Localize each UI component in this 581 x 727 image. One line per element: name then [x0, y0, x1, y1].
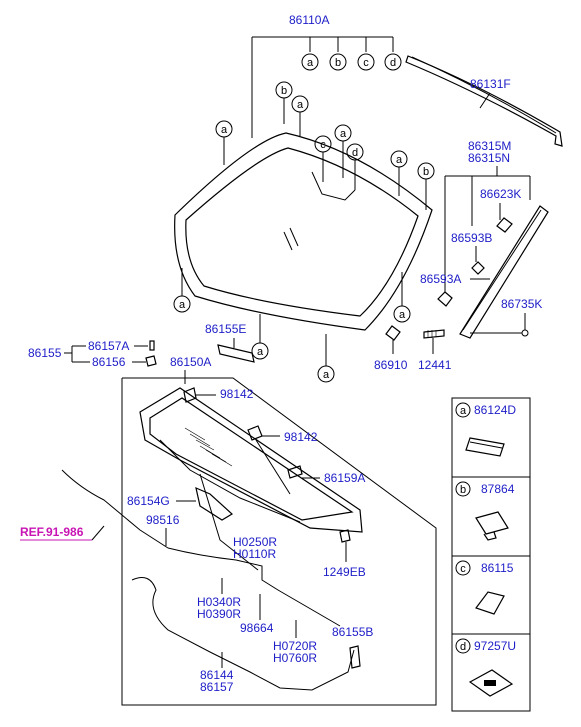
fastener-86910: 86910	[374, 325, 408, 372]
lower-hose-assembly: H0340R H0390R 98664 86155B H0720R H0760R…	[131, 577, 373, 694]
svg-text:b: b	[281, 85, 287, 97]
windshield-callout-tree: 86110A	[251, 13, 394, 138]
svg-text:d: d	[460, 641, 466, 653]
cowl-assembly-box: 86150A	[121, 355, 437, 706]
legend-table	[451, 397, 531, 712]
top-callout-c: c	[357, 53, 375, 71]
svg-text:a: a	[460, 405, 467, 417]
label-H0250R: H0250R	[233, 535, 277, 549]
svg-text:a: a	[396, 154, 403, 166]
label-H0390R: H0390R	[197, 607, 241, 621]
label-86593B: 86593B	[451, 231, 492, 245]
label-86155E: 86155E	[205, 322, 246, 336]
legend-row-a: a 86124D	[455, 402, 516, 457]
label-86735K: 86735K	[501, 297, 542, 311]
pad-86159A: 86159A	[287, 465, 365, 485]
bracket-86154G: 86154G	[127, 486, 234, 521]
legend-part-87864: 87864	[481, 482, 515, 496]
label-86623K: 86623K	[480, 187, 521, 201]
label-86131F: 86131F	[470, 77, 511, 91]
label-86315N: 86315N	[468, 151, 510, 165]
pillar-trim-group: 86315M 86315N 86623K 86593B 86593A 86735…	[420, 139, 549, 339]
label-86155B: 86155B	[332, 625, 373, 639]
legend-row-b: b 87864	[455, 481, 515, 541]
label-H0720R: H0720R	[273, 639, 317, 653]
svg-text:a: a	[179, 299, 186, 311]
legend-part-86124D: 86124D	[474, 403, 516, 417]
svg-text:a: a	[257, 346, 264, 358]
legend-row-c: c 86115	[455, 560, 514, 615]
top-callout-b: b	[329, 53, 347, 71]
fasteners-98142: 98142 98142	[183, 387, 318, 495]
svg-text:a: a	[221, 124, 228, 136]
svg-text:b: b	[460, 484, 466, 496]
washer-hose: H0250R H0110R	[167, 473, 341, 627]
label-H0760R: H0760R	[273, 651, 317, 665]
svg-text:a: a	[340, 128, 347, 140]
svg-text:a: a	[399, 309, 406, 321]
label-86144: 86144	[200, 668, 234, 682]
label-H0340R: H0340R	[197, 595, 241, 609]
label-98664: 98664	[240, 621, 274, 635]
svg-text:d: d	[352, 147, 358, 159]
svg-text:a: a	[297, 99, 304, 111]
ref-91-986: REF.91-986	[20, 525, 84, 539]
label-86157: 86157	[200, 680, 234, 694]
label-H0110R: H0110R	[233, 547, 276, 561]
svg-text:c: c	[460, 563, 466, 575]
label-86154G: 86154G	[127, 494, 170, 508]
top-callout-a: a	[301, 53, 319, 71]
svg-text:d: d	[390, 57, 396, 69]
svg-text:b: b	[423, 166, 429, 178]
label-86159A: 86159A	[324, 471, 365, 485]
svg-text:a: a	[307, 57, 314, 69]
label-86110A: 86110A	[289, 13, 329, 27]
label-86910: 86910	[374, 358, 408, 372]
windshield-glass	[174, 132, 433, 331]
label-86315M: 86315M	[468, 139, 511, 153]
label-86156: 86156	[92, 355, 126, 369]
svg-text:c: c	[320, 139, 326, 151]
label-86157A: 86157A	[88, 339, 129, 353]
svg-text:b: b	[335, 57, 341, 69]
legend-part-86115: 86115	[481, 561, 514, 575]
legend-row-d: d 97257U	[455, 638, 516, 697]
label-98142-lower: 98142	[284, 430, 318, 444]
label-12441: 12441	[418, 358, 452, 372]
bolt-12441: 12441	[418, 329, 452, 372]
cowl-cover-callout-tree: 86155 86157A 86156	[28, 339, 157, 369]
top-callout-d: d	[384, 53, 402, 71]
label-98516: 98516	[146, 513, 180, 527]
label-1249EB: 1249EB	[323, 565, 366, 579]
strip-86155E: 86155E	[205, 322, 255, 363]
screw-1249EB: 1249EB	[323, 529, 366, 579]
svg-text:c: c	[363, 57, 369, 69]
label-86150A: 86150A	[170, 355, 211, 369]
label-86593A: 86593A	[420, 272, 461, 286]
legend-part-97257U: 97257U	[474, 639, 516, 653]
roof-moulding-strip: 86131F	[405, 55, 563, 147]
label-86155: 86155	[28, 346, 62, 360]
svg-text:a: a	[323, 369, 330, 381]
label-98142-upper: 98142	[220, 387, 254, 401]
cowl-panel	[139, 387, 363, 533]
windshield-callouts: a b a c a d a b a a a a	[173, 81, 435, 383]
ref-hose-area: REF.91-986 98516	[20, 469, 180, 549]
